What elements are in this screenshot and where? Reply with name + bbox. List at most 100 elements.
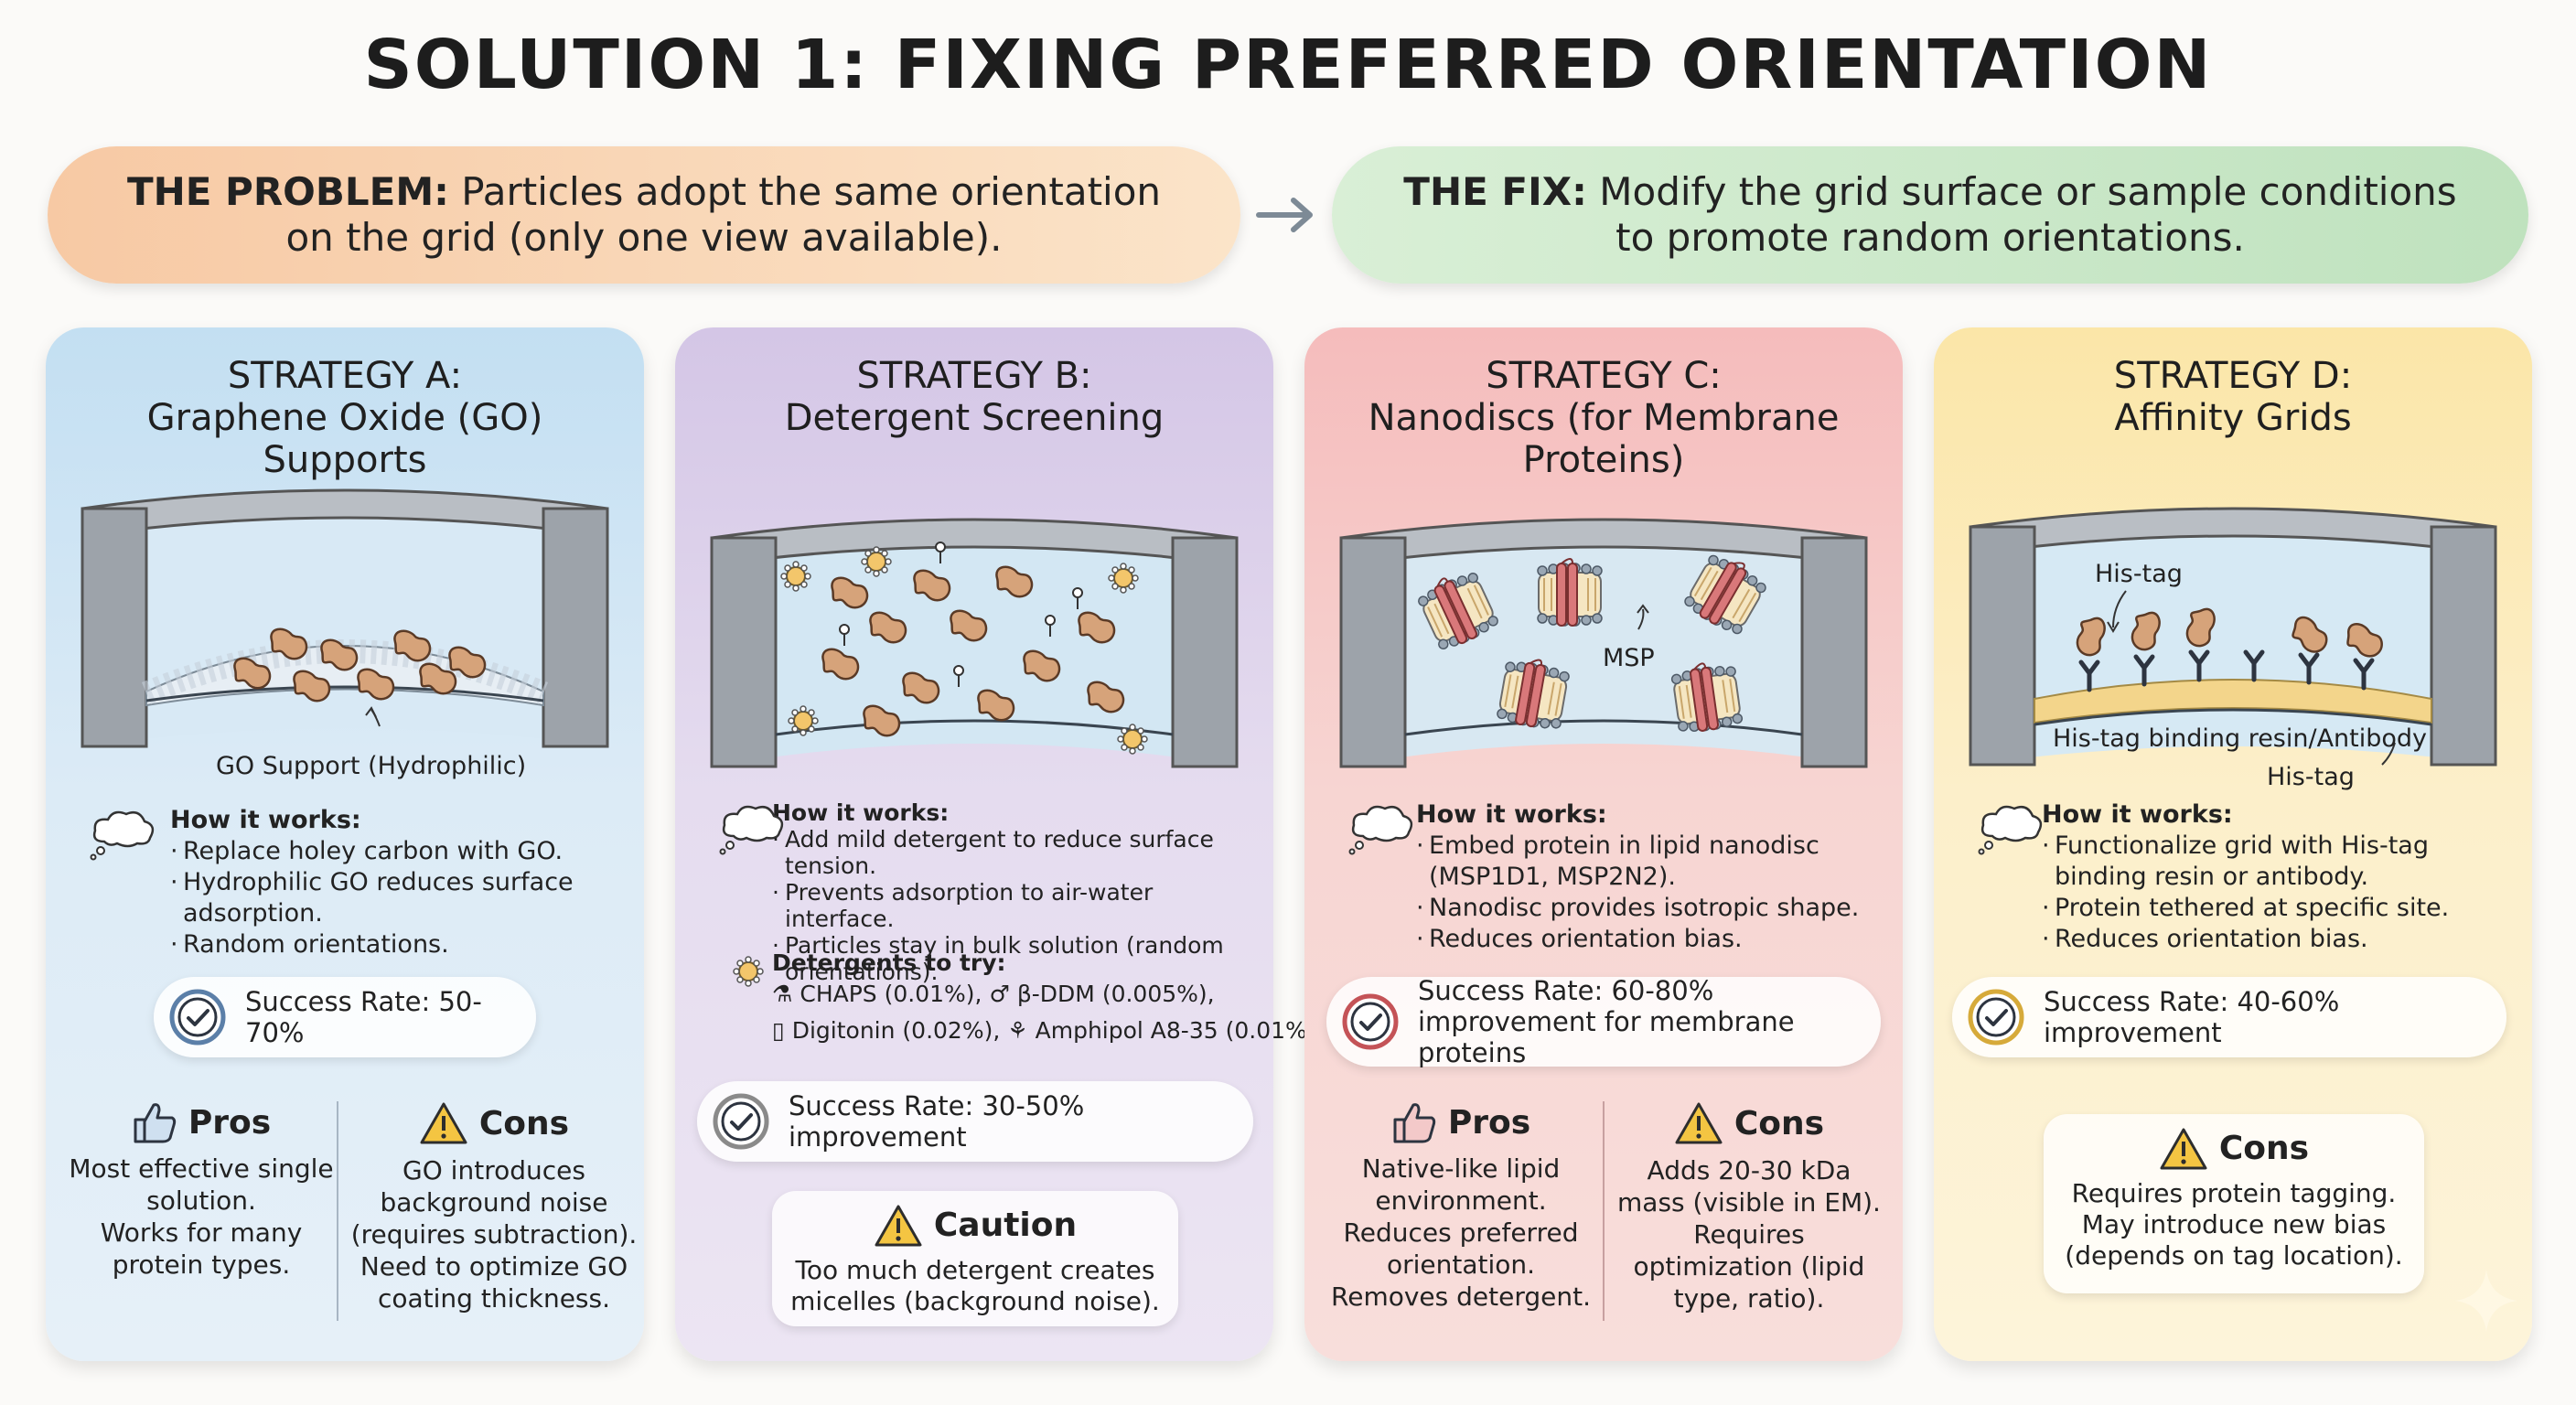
strategy-d-title-line2: Affinity Grids [2114,397,2352,439]
detergent-micelle-icon [733,956,764,987]
flask-icon: ⚗ [772,981,793,1007]
thumbs-up-icon [134,1103,176,1143]
sparkle-icon [2455,1270,2517,1332]
how-item: Functionalize grid with His-tag binding … [2042,831,2516,893]
strategy-c-title-line1: STRATEGY C: [1486,355,1722,397]
how-title: How it works: [170,806,361,834]
arrow-right-icon [1251,183,1321,247]
fix-text: Modify the grid surface or sample condit… [1599,169,2457,260]
fix-banner: THE FIX: Modify the grid surface or samp… [1332,146,2528,284]
cons-section: Cons GO introduces background noise (req… [348,1101,640,1314]
msp-label: MSP [1603,644,1655,672]
pros-section: Pros Most effective single solution. Wor… [64,1101,338,1281]
divider [1603,1101,1605,1321]
how-item: Embed protein in lipid nanodisc (MSP1D1,… [1416,831,1886,893]
pros-item: Removes detergent. [1331,1282,1591,1312]
detergents-section: Detergents to try: ⚗ CHAPS (0.01%), ♂ β-… [717,948,1316,1046]
lipid-icon: ♂ [989,981,1010,1007]
cons-item: Requires protein tagging. [2071,1178,2397,1208]
warning-icon [1675,1102,1723,1144]
detergent-item: β-DDM (0.005%), [1016,981,1215,1007]
divider [337,1101,338,1321]
strategy-c-card: STRATEGY C: Nanodiscs (for Membrane Prot… [1304,327,1903,1361]
pros-item: Reduces preferred orientation. [1343,1217,1579,1280]
cons-item: Adds 20-30 kDa mass (visible in EM). [1617,1155,1881,1217]
cons-item: GO introduces background noise (requires… [350,1155,638,1249]
caution-box: Caution Too much detergent creates micel… [772,1191,1178,1326]
problem-text: Particles adopt the same orientation on … [285,169,1162,260]
strategy-c-how: How it works: Embed protein in lipid nan… [1347,799,1886,955]
how-title: How it works: [772,799,950,826]
detergent-grid-illustration [710,518,1239,768]
go-grid-illustration [80,488,609,748]
strategy-d-title: STRATEGY D: Affinity Grids [1934,355,2532,439]
caution-title: Caution [933,1207,1078,1244]
detergent-item: Amphipol A8-35 (0.01%) [1035,1017,1316,1044]
cons-item: May introduce new bias (depends on tag l… [2065,1209,2403,1271]
pros-item: Works for many protein types. [100,1217,303,1280]
go-support-label: GO Support (Hydrophilic) [216,752,527,780]
tube-icon: ▯ [772,1017,785,1044]
how-item: Replace holey carbon with GO. [170,836,628,867]
success-rate-text: Success Rate: 60-80% improvement for mem… [1418,975,1795,1068]
cons-section: Cons Adds 20-30 kDa mass (visible in EM)… [1612,1101,1886,1314]
cons-title: Cons [1733,1104,1825,1142]
success-rate-text: Success Rate: 50-70% [245,986,482,1048]
check-circle-icon [169,989,226,1046]
pros-item: Native-like lipid environment. [1361,1153,1561,1216]
how-item: Prevents adsorption to air-water interfa… [772,879,1257,932]
cons-item: Requires optimization (lipid type, ratio… [1633,1219,1865,1314]
fix-label: THE FIX: [1403,169,1587,214]
page-title: SOLUTION 1: FIXING PREFERRED ORIENTATION [363,26,2213,104]
strategy-c-title-line3: Proteins) [1522,439,1685,481]
how-item: Reduces orientation bias. [1416,924,1886,955]
caution-text: Too much detergent creates micelles (bac… [790,1255,1160,1316]
how-item: Add mild detergent to reduce surface ten… [772,826,1257,879]
detergents-title: Detergents to try: [772,949,1006,976]
success-rate-badge: Success Rate: 40-60% improvement [1952,977,2506,1057]
nanodisc-grid-illustration [1339,518,1868,768]
strategy-a-card: STRATEGY A: Graphene Oxide (GO) Supports… [46,327,644,1361]
strategy-a-title-line2: Graphene Oxide (GO) [146,397,543,439]
detergent-item: Digitonin (0.02%), [791,1017,1001,1044]
thought-cloud-icon [719,805,784,855]
his-tag-top-label: His-tag [2095,560,2183,588]
problem-banner: THE PROBLEM: Particles adopt the same or… [48,146,1240,284]
problem-label: THE PROBLEM: [126,169,449,214]
strategy-b-card: STRATEGY B: Detergent Screening How it w… [675,327,1316,1361]
cons-item: Need to optimize GO coating thickness. [360,1251,628,1314]
strategy-d-how: How it works: Functionalize grid with Hi… [1976,799,2516,955]
strategy-c-title: STRATEGY C: Nanodiscs (for Membrane Prot… [1304,355,1903,481]
his-tag-bottom-label: His-tag [2267,763,2355,791]
thought-cloud-icon [90,810,155,861]
pros-section: Pros Native-like lipid environment. Redu… [1319,1101,1603,1313]
strategy-a-title: STRATEGY A: Graphene Oxide (GO) Supports [46,355,644,481]
success-rate-text: Success Rate: 30-50% improvement [789,1090,1085,1153]
polymer-icon: ⚘ [1007,1017,1028,1044]
thought-cloud-icon [1978,805,2043,855]
warning-icon [2160,1128,2207,1170]
how-item: Random orientations. [170,929,628,960]
warning-icon [420,1102,467,1144]
success-rate-text: Success Rate: 40-60% improvement [2044,986,2340,1048]
thought-cloud-icon [1348,805,1413,855]
strategy-d-title-line1: STRATEGY D: [2113,355,2353,397]
strategy-d-card: STRATEGY D: Affinity Grids His-tag His-t… [1934,327,2532,1361]
how-item: Protein tethered at specific site. [2042,893,2516,924]
success-rate-badge: Success Rate: 50-70% [154,977,536,1057]
check-circle-icon [1342,993,1399,1050]
cons-title: Cons [478,1104,570,1142]
strategy-a-title-line3: Supports [263,439,427,481]
strategy-a-title-line1: STRATEGY A: [227,355,463,397]
strategy-a-how: How it works: Replace holey carbon with … [88,805,628,960]
how-title: How it works: [1416,800,1607,829]
thumbs-up-icon [1393,1103,1435,1143]
how-item: Nanodisc provides isotropic shape. [1416,893,1886,924]
resin-label: His-tag binding resin/Antibody [2053,724,2428,753]
pros-item: Most effective single solution. [69,1153,334,1216]
detergent-item: CHAPS (0.01%), [800,981,982,1007]
success-rate-badge: Success Rate: 30-50% improvement [697,1081,1253,1162]
success-rate-badge: Success Rate: 60-80% improvement for mem… [1326,975,1881,1068]
pros-title: Pros [1447,1103,1531,1142]
warning-icon [875,1205,922,1247]
